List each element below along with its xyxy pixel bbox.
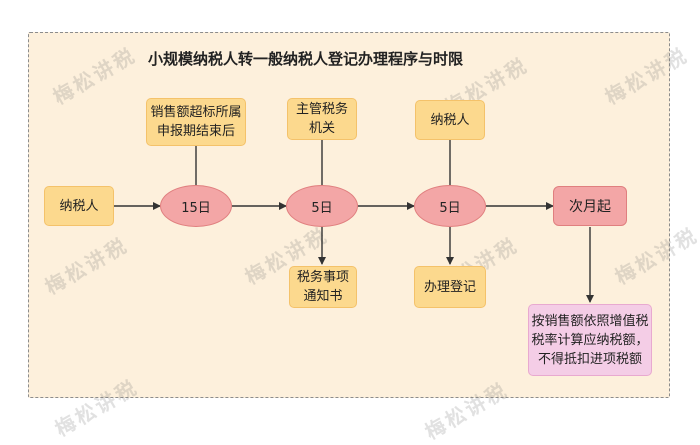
node-vat-note: 按销售额依照增值税 税率计算应纳税额， 不得抵扣进项税额 bbox=[528, 304, 652, 376]
node-next-month: 次月起 bbox=[553, 186, 627, 226]
node-5-days-a: 5日 bbox=[286, 185, 358, 227]
node-tax-authority: 主管税务 机关 bbox=[287, 98, 357, 140]
edges-layer bbox=[114, 140, 594, 303]
node-taxpayer-top: 纳税人 bbox=[415, 100, 485, 140]
node-tax-notice: 税务事项 通知书 bbox=[289, 266, 357, 308]
node-taxpayer-start: 纳税人 bbox=[44, 186, 114, 226]
node-15-days: 15日 bbox=[160, 185, 232, 227]
node-5-days-b: 5日 bbox=[414, 185, 486, 227]
node-sales-exceed: 销售额超标所属 申报期结束后 bbox=[146, 98, 246, 146]
diagram-canvas: 梅松讲税 梅松讲税 梅松讲税 梅松讲税 梅松讲税 梅松讲税 梅松讲税 梅松讲税 … bbox=[28, 32, 700, 444]
diagram-title: 小规模纳税人转一般纳税人登记办理程序与时限 bbox=[148, 50, 464, 68]
node-register: 办理登记 bbox=[414, 266, 486, 308]
